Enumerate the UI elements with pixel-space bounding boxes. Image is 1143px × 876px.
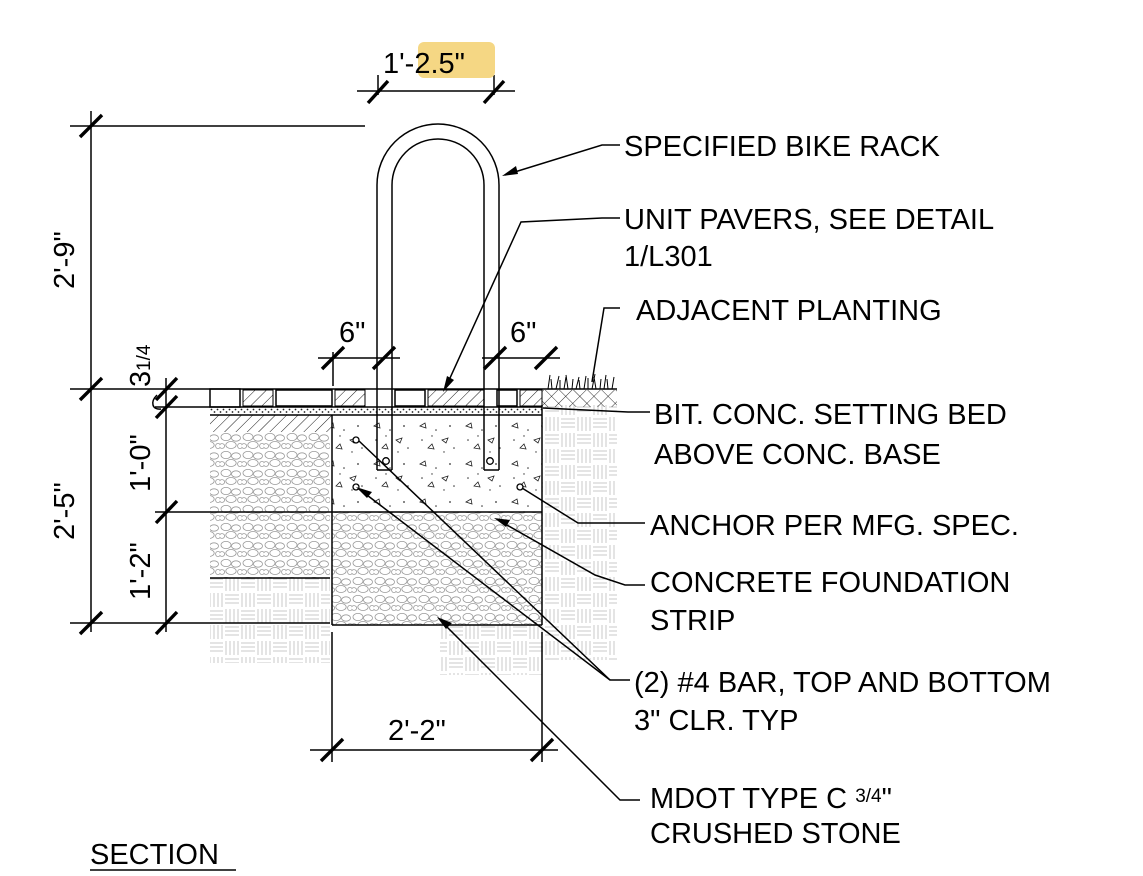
rebar-top bbox=[352, 436, 360, 444]
paver-dim-fraction: 1/4 bbox=[134, 344, 155, 371]
concrete-foundation bbox=[332, 415, 542, 512]
top-width-dim-prefix: 1'- bbox=[383, 48, 414, 80]
stone-under-foundation bbox=[332, 512, 542, 625]
grass bbox=[547, 373, 615, 390]
callout-unit-pavers: UNIT PAVERS, SEE DETAIL bbox=[624, 204, 994, 236]
top-width-dim-highlight: 2.5" bbox=[414, 48, 465, 80]
callout-bike-rack: SPECIFIED BIKE RACK bbox=[624, 131, 941, 163]
anchor-left bbox=[382, 457, 390, 465]
anchor-bolt bbox=[516, 483, 524, 491]
callout-stone-fraction: 3/4 bbox=[855, 786, 882, 807]
depth-upper-dim: 1'-0" bbox=[125, 434, 157, 492]
callout-rebar-2: 3" CLR. TYP bbox=[634, 705, 798, 737]
offset-right-dim: 6" bbox=[510, 317, 536, 349]
base-hatch-left bbox=[210, 415, 332, 432]
planting-hatch bbox=[542, 390, 617, 407]
soil-bottom bbox=[440, 625, 542, 675]
callout-stone-2: CRUSHED STONE bbox=[650, 818, 901, 850]
section-title: SECTION bbox=[90, 839, 219, 871]
anchor-right bbox=[486, 457, 494, 465]
callout-labels: SPECIFIED BIKE RACK UNIT PAVERS, SEE DET… bbox=[624, 131, 1051, 850]
rebar-and-anchors bbox=[352, 436, 524, 491]
callout-anchor: ANCHOR PER MFG. SPEC. bbox=[650, 510, 1019, 542]
svg-text:1'-2.5": 1'-2.5" bbox=[383, 48, 465, 80]
callout-foundation-2: STRIP bbox=[650, 605, 735, 637]
callout-foundation: CONCRETE FOUNDATION bbox=[650, 567, 1010, 599]
foundation-width-dim: 2'-2" bbox=[388, 715, 446, 747]
depth-total-dim: 2'-5" bbox=[49, 482, 81, 540]
svg-text:MDOT TYPE C 3/4": MDOT TYPE C 3/4" bbox=[650, 783, 892, 815]
offset-left-dim: 6" bbox=[339, 317, 365, 349]
leader-lines bbox=[356, 144, 650, 801]
callout-setting-bed: BIT. CONC. SETTING BED bbox=[654, 399, 1007, 431]
soil-right bbox=[542, 405, 617, 660]
section-materials bbox=[210, 390, 617, 675]
dimension-labels: 1'-2.5" 2'-9" 2'-5" 1'-0" 1'-2" 3 1/4 6"… bbox=[49, 42, 536, 747]
callout-rebar: (2) #4 BAR, TOP AND BOTTOM bbox=[634, 667, 1051, 699]
callout-stone: MDOT TYPE C bbox=[650, 783, 855, 815]
unit-pavers bbox=[209, 388, 617, 408]
callout-unit-pavers-ref: 1/L301 bbox=[624, 241, 713, 273]
paver-dim-whole: 3 bbox=[125, 371, 157, 387]
foundation-outlines bbox=[210, 405, 543, 626]
dimension-lines bbox=[70, 75, 560, 763]
soil-left bbox=[210, 578, 330, 663]
callout-adjacent-planting: ADJACENT PLANTING bbox=[636, 295, 942, 327]
depth-lower-dim: 1'-2" bbox=[125, 542, 157, 600]
stone-left bbox=[210, 432, 330, 578]
callout-setting-bed-2: ABOVE CONC. BASE bbox=[654, 439, 941, 471]
setting-bed bbox=[210, 407, 542, 415]
callout-stone-suffix: " bbox=[882, 783, 892, 815]
dimension-highlight bbox=[418, 42, 495, 78]
height-above-dim: 2'-9" bbox=[49, 231, 81, 289]
